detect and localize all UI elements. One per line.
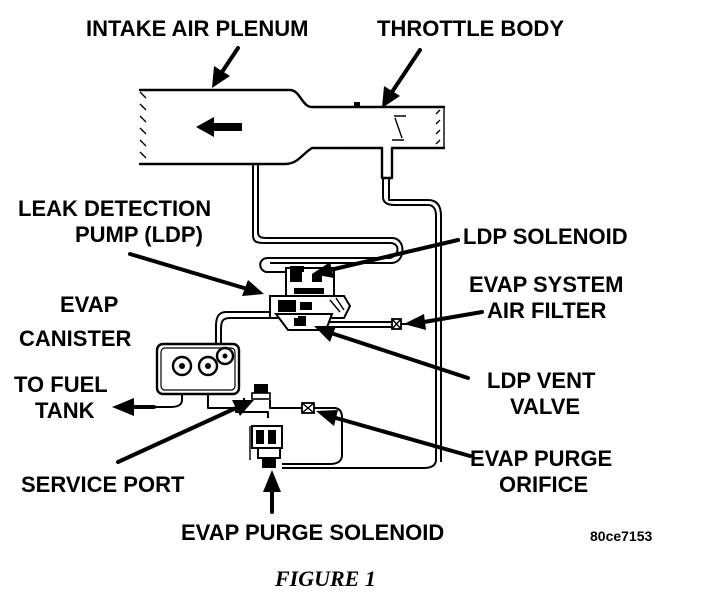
leak-detection-pump	[269, 267, 352, 331]
label-intake-air-plenum: INTAKE AIR PLENUM	[86, 16, 308, 41]
evap-canister	[155, 342, 241, 396]
label-evap-purge-orifice-line1: EVAP PURGE	[470, 446, 612, 471]
intake-air-plenum-duct	[138, 88, 446, 180]
label-ldp-solenoid: LDP SOLENOID	[463, 224, 628, 249]
label-evap-system-air-filter-line2: AIR FILTER	[487, 298, 606, 323]
flow-direction-arrow	[196, 117, 242, 137]
evap-purge-orifice	[301, 402, 315, 414]
label-leak-detection-pump-line2: PUMP (LDP)	[75, 222, 203, 247]
figure-caption: FIGURE 1	[274, 566, 376, 591]
label-evap-canister-line2: CANISTER	[19, 326, 132, 351]
label-to-fuel-tank-line1: TO FUEL	[14, 372, 108, 397]
label-leak-detection-pump-line1: LEAK DETECTION	[18, 196, 211, 221]
label-service-port: SERVICE PORT	[21, 472, 185, 497]
label-evap-purge-solenoid: EVAP PURGE SOLENOID	[181, 520, 444, 545]
label-evap-system-air-filter-line1: EVAP SYSTEM	[469, 272, 623, 297]
label-ldp-vent-valve-line1: LDP VENT	[487, 368, 596, 393]
evap-system-air-filter	[391, 318, 402, 330]
label-throttle-body: THROTTLE BODY	[377, 16, 564, 41]
figure-reference-code: 80ce7153	[590, 528, 653, 544]
evap-purge-solenoid	[249, 425, 283, 468]
ldp-vent-valve	[298, 316, 306, 326]
label-ldp-vent-valve-line2: VALVE	[510, 394, 580, 419]
label-to-fuel-tank-line2: TANK	[35, 398, 95, 423]
label-evap-purge-orifice-line2: ORIFICE	[499, 472, 588, 497]
leader-arrows	[112, 46, 484, 514]
label-evap-canister-line1: EVAP	[60, 292, 118, 317]
vacuum-hoses	[154, 164, 442, 469]
throttle-body	[354, 102, 445, 148]
ldp-solenoid	[290, 266, 304, 272]
service-port	[251, 384, 271, 400]
